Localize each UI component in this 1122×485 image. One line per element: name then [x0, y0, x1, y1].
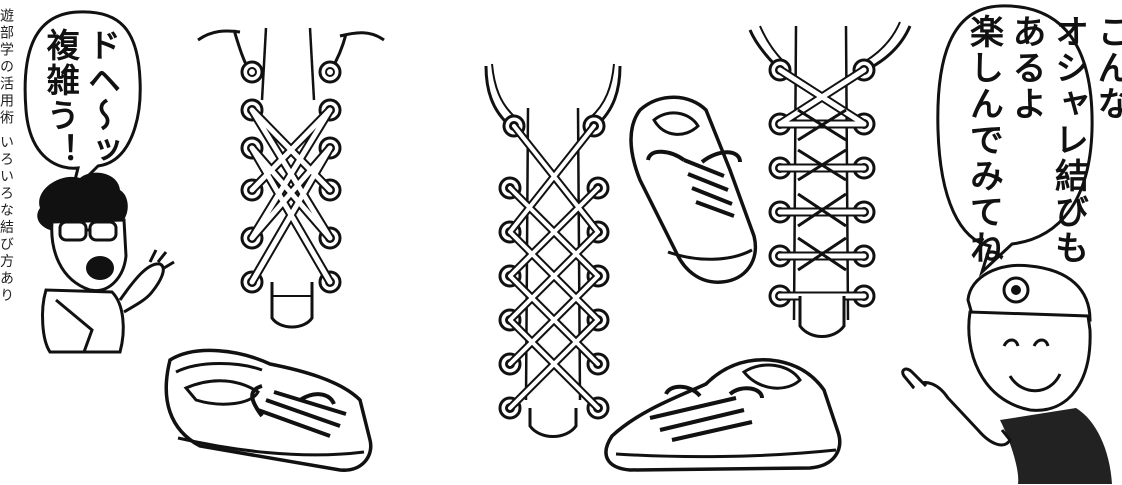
sneaker-icon: [606, 360, 840, 470]
right-bubble-line: あるよ: [1006, 14, 1046, 122]
right-bubble-line: オシャレ結びも: [1049, 14, 1089, 266]
right-bubble-line: こんな: [1091, 14, 1122, 122]
left-bubble-text: ドヘ〜ッ 複雑う！: [40, 28, 123, 188]
left-bubble-line: ドヘ〜ッ: [83, 28, 122, 168]
shoelace-diagram-icon: [198, 28, 384, 327]
shoelace-diagram-icon: [486, 64, 620, 437]
left-bubble-line: 複雑う！: [41, 28, 80, 168]
right-bubble-line: 楽しんでみてね: [964, 14, 1004, 266]
sneaker-icon: [166, 350, 371, 470]
right-bubble-text: こんな オシャレ結びも あるよ 楽しんでみてね: [962, 14, 1122, 254]
shoelace-diagram-icon: [750, 22, 910, 337]
surprised-man-icon: [37, 173, 174, 352]
sneaker-icon: [631, 97, 755, 282]
edge-text-strip: 遊部学の活用術 いろいろな結び方あり: [0, 8, 14, 478]
smiling-boy-icon: [903, 265, 1112, 484]
